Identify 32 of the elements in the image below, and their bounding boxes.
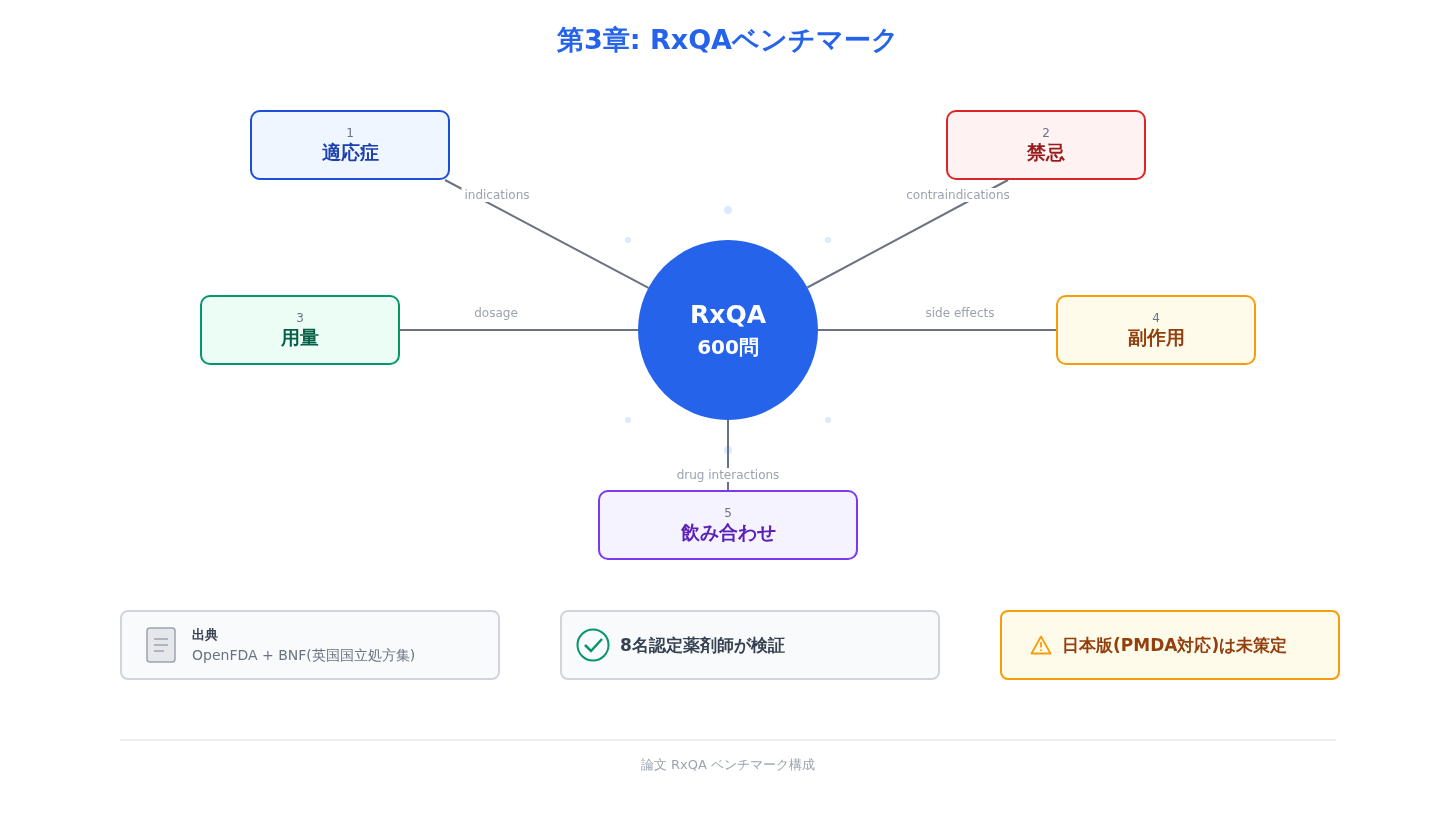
category-box (200, 295, 400, 365)
category-number: 4 (1152, 311, 1160, 325)
category-number: 1 (346, 126, 354, 140)
connector-line (806, 179, 1009, 289)
title: 第3章: RxQAベンチマーク (555, 23, 900, 57)
category-box (250, 110, 450, 180)
card-text: 8名認定薬剤師が検証 (620, 634, 785, 656)
category-label: 禁忌 (1027, 140, 1065, 164)
card-text: OpenFDA + BNF(英国国立処方集) (192, 646, 416, 665)
caption: 論文 RxQA ベンチマーク構成 (639, 756, 817, 774)
category-box (1056, 295, 1256, 365)
info-card (1000, 610, 1340, 680)
card-text: 日本版(PMDA対応)は未策定 (1062, 634, 1288, 656)
info-card (560, 610, 940, 680)
category-number: 3 (296, 311, 304, 325)
connector-line (399, 329, 639, 331)
category-label: 適応症 (321, 140, 379, 164)
category-label: 副作用 (1127, 325, 1185, 349)
category-number: 2 (1042, 126, 1050, 140)
info-card (120, 610, 500, 680)
card-heading: 出典 (192, 626, 219, 644)
connector-line (444, 179, 650, 289)
connector-line (817, 329, 1057, 331)
hub-count: 600問 (697, 334, 759, 361)
edge-label: dosage (471, 306, 521, 320)
category-label: 飲み合わせ (680, 520, 776, 544)
hub-title: RxQA (690, 299, 766, 331)
edge-label: contraindications (903, 188, 1013, 202)
category-number: 5 (724, 506, 732, 520)
category-label: 用量 (281, 325, 319, 349)
category-box (598, 490, 858, 560)
category-box (946, 110, 1146, 180)
